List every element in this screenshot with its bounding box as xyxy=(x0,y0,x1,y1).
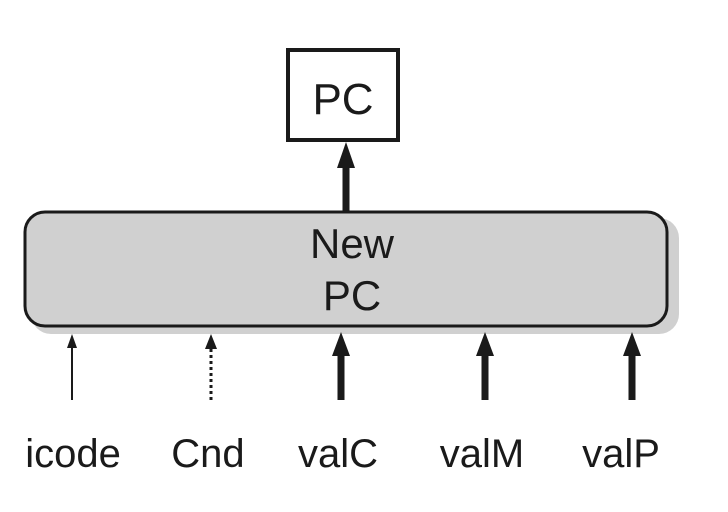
valc-label: valC xyxy=(298,432,378,476)
new-pc-block: New PC xyxy=(23,210,669,328)
icode-arrow xyxy=(67,334,77,400)
valc-arrow xyxy=(332,332,350,400)
output-arrow xyxy=(337,142,355,212)
input-arrows xyxy=(67,332,641,400)
icode-label: icode xyxy=(25,432,121,476)
valp-label: valP xyxy=(582,432,660,476)
new-pc-label-line1: New xyxy=(310,220,395,267)
valp-arrow xyxy=(623,332,641,400)
valm-label: valM xyxy=(440,432,524,476)
new-pc-block-box xyxy=(23,210,669,328)
cnd-label: Cnd xyxy=(171,432,244,476)
input-labels: icode Cnd valC valM valP xyxy=(25,432,660,476)
valm-arrow xyxy=(476,332,494,400)
pc-register-box xyxy=(286,48,400,142)
pc-register-label: PC xyxy=(312,75,373,124)
new-pc-label-line2: PC xyxy=(323,272,381,319)
cnd-arrow xyxy=(205,334,217,400)
pc-register: PC xyxy=(286,48,400,142)
